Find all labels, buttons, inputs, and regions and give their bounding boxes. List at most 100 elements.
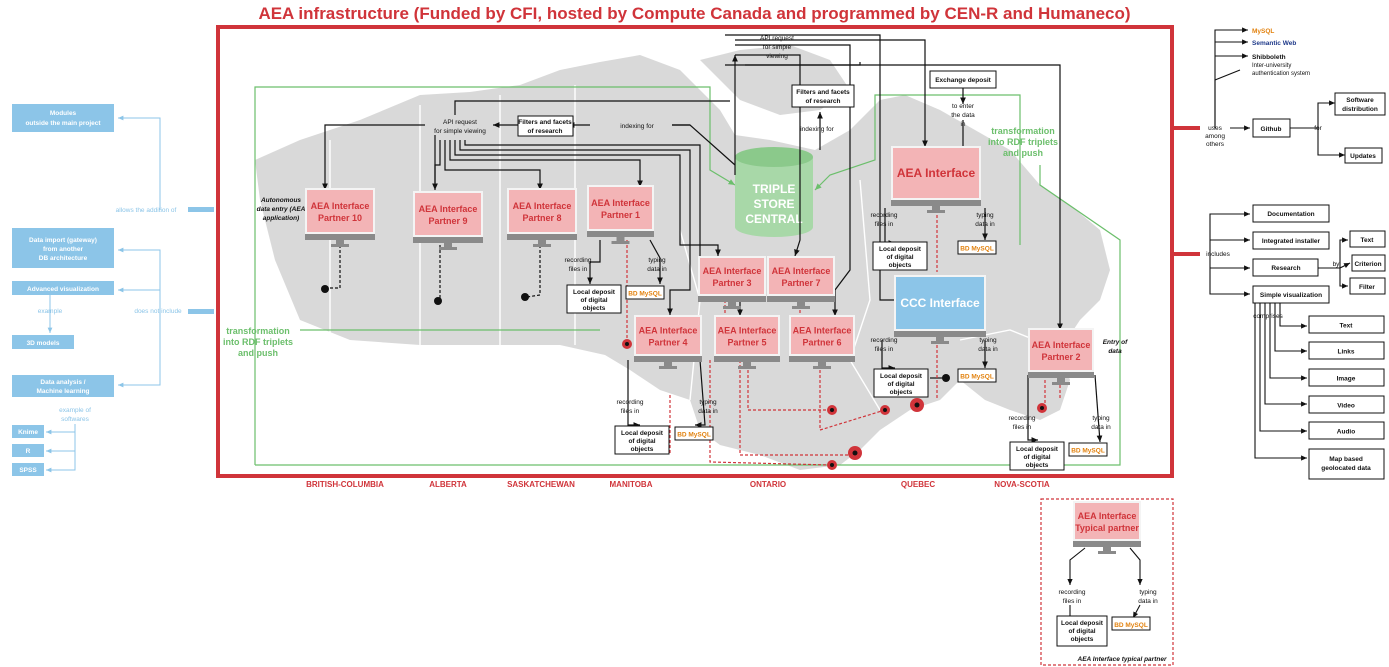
shibboleth-label: Shibboleth	[1252, 54, 1286, 61]
monitor-ccc[interactable]: CCC Interface	[894, 275, 986, 344]
province-ns: NOVA-SCOTIA	[994, 480, 1050, 489]
svg-text:Criterion: Criterion	[1354, 261, 1381, 268]
triple-store-central[interactable]: TRIPLE STORE CENTRAL	[735, 147, 813, 237]
data-import-box[interactable]	[12, 228, 114, 268]
svg-text:indexing for: indexing for	[800, 126, 834, 133]
svg-text:Local deposit: Local deposit	[1061, 620, 1104, 627]
svg-text:objects: objects	[889, 262, 912, 269]
criterion-box[interactable]	[1351, 254, 1386, 272]
svg-text:for simple: for simple	[763, 44, 792, 51]
left-modules: Modules outside the main project allows …	[12, 104, 214, 476]
svg-text:files in: files in	[1013, 424, 1032, 431]
github-box[interactable]	[1252, 118, 1291, 138]
svg-text:Partner 5: Partner 5	[727, 338, 766, 348]
svg-text:distribution: distribution	[1342, 106, 1378, 113]
svg-text:indexing for: indexing for	[620, 123, 654, 130]
modules-text-2: outside the main project	[25, 120, 101, 127]
vis-item-2[interactable]: Image	[1308, 368, 1385, 387]
svg-text:recording: recording	[870, 212, 897, 219]
documentation-box[interactable]	[1252, 204, 1330, 223]
svg-text:AEA Interface: AEA Interface	[513, 201, 572, 211]
svg-text:example of: example of	[59, 407, 91, 414]
knime-box[interactable]	[12, 425, 44, 438]
simple-vis-label: Simple visualization	[1260, 292, 1322, 299]
svg-text:DB architecture: DB architecture	[39, 255, 88, 262]
advanced-vis-box[interactable]	[12, 281, 114, 295]
svg-text:Machine learning: Machine learning	[36, 388, 89, 395]
vis-item-4[interactable]: Audio	[1308, 421, 1385, 440]
svg-text:Partner 1: Partner 1	[601, 210, 640, 220]
svg-text:transformation: transformation	[226, 326, 290, 336]
simple-vis-box[interactable]	[1252, 285, 1330, 304]
advanced-vis-label: Advanced visualization	[27, 286, 99, 293]
svg-text:of digital: of digital	[628, 438, 655, 445]
canada-map	[255, 45, 1110, 470]
svg-text:AEA Interface: AEA Interface	[591, 198, 650, 208]
svg-text:BD MySQL: BD MySQL	[1114, 622, 1148, 629]
data-analysis-box[interactable]	[12, 375, 114, 397]
svg-text:Filters and facets: Filters and facets	[796, 89, 850, 96]
svg-text:Local deposit: Local deposit	[1016, 446, 1059, 453]
svg-text:data in: data in	[975, 221, 995, 228]
svg-text:Entry of: Entry of	[1103, 339, 1128, 346]
red-dashed-lines	[626, 210, 1061, 466]
svg-text:Data analysis /: Data analysis /	[40, 379, 85, 386]
svg-text:data in: data in	[698, 408, 718, 415]
filter-box[interactable]	[1349, 277, 1386, 295]
svg-text:of digital: of digital	[1068, 628, 1095, 635]
map-labels: API request for simple viewing Filters a…	[257, 35, 1128, 355]
svg-text:from another: from another	[43, 246, 84, 253]
svg-text:Local deposit: Local deposit	[880, 373, 923, 380]
svg-text:AEA Interface: AEA Interface	[897, 166, 976, 180]
svg-text:recording: recording	[1058, 589, 1085, 596]
installer-box[interactable]	[1252, 231, 1330, 250]
software-distribution-box[interactable]	[1334, 92, 1386, 116]
allows-label: allows the addition of	[116, 207, 177, 214]
svg-text:Filter: Filter	[1359, 284, 1375, 291]
vis-item-1[interactable]: Links	[1308, 341, 1385, 360]
spss-box[interactable]	[12, 463, 44, 476]
svg-text:AEA Interface: AEA Interface	[793, 326, 852, 336]
svg-text:Partner 2: Partner 2	[1041, 352, 1080, 362]
svg-text:the data: the data	[951, 112, 975, 119]
svg-text:among: among	[1205, 133, 1225, 140]
models-3d-box[interactable]	[12, 335, 74, 349]
svg-text:typing: typing	[699, 399, 717, 406]
r-box[interactable]	[12, 444, 44, 457]
modules-box[interactable]	[12, 104, 114, 132]
updates-box[interactable]	[1344, 147, 1383, 164]
vis-item-0[interactable]: Text	[1308, 315, 1385, 334]
svg-text:transformation: transformation	[991, 126, 1055, 136]
svg-text:AEA Interface: AEA Interface	[1032, 340, 1091, 350]
for-label: for	[1314, 125, 1322, 132]
svg-text:typing: typing	[979, 337, 997, 344]
svg-text:authentication system: authentication system	[1252, 71, 1310, 77]
svg-text:AEA Interface: AEA Interface	[703, 266, 762, 276]
does-not-include-label: does not include	[134, 308, 182, 315]
svg-text:Autonomous: Autonomous	[260, 197, 301, 204]
svg-text:AEA Interface: AEA Interface	[1078, 511, 1137, 521]
svg-text:files in: files in	[621, 408, 640, 415]
monitor-main[interactable]: AEA Interface	[891, 146, 981, 213]
svg-text:BD MySQL: BD MySQL	[960, 374, 994, 381]
text-criterion-box-1[interactable]	[1349, 230, 1386, 248]
province-labels: BRITISH-COLUMBIA ALBERTA SASKATCHEWAN MA…	[306, 480, 1050, 489]
vis-item-3[interactable]: Video	[1308, 395, 1385, 414]
svg-text:into RDF triplets: into RDF triplets	[988, 137, 1058, 147]
svg-text:geolocated data: geolocated data	[1321, 465, 1371, 472]
research-box[interactable]	[1252, 258, 1319, 277]
svg-text:Partner 10: Partner 10	[318, 213, 362, 223]
